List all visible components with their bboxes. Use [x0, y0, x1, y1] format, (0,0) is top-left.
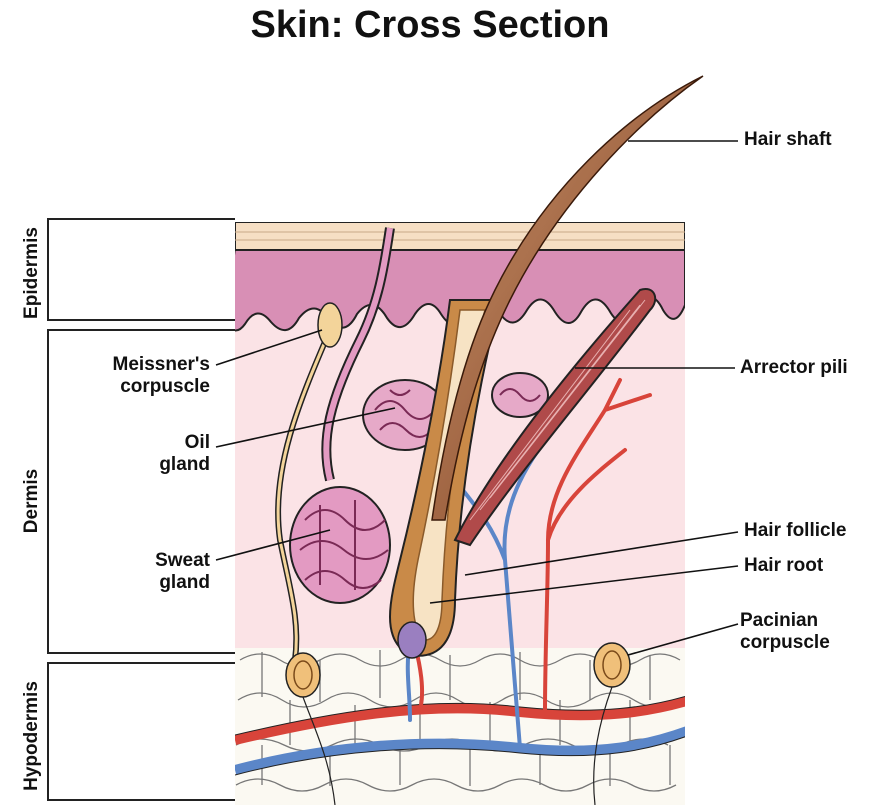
layer-label-epidermis: Epidermis	[21, 223, 43, 323]
layer-label-dermis: Dermis	[21, 451, 43, 551]
meissners-corpuscle	[318, 303, 342, 347]
label-meissners-line2: corpuscle	[60, 376, 210, 398]
hair-papilla	[398, 622, 426, 658]
label-hair-root: Hair root	[744, 555, 823, 577]
label-hair-follicle: Hair follicle	[744, 520, 846, 542]
label-sweat-gland: Sweat gland	[60, 550, 210, 594]
label-oil-line1: Oil	[60, 432, 210, 454]
sweat-gland-coil	[290, 487, 390, 603]
label-hair-shaft: Hair shaft	[744, 129, 832, 151]
label-pacinian-line2: corpuscle	[740, 632, 830, 654]
label-pacinian-corpuscle: Pacinian corpuscle	[740, 610, 830, 654]
stratum-corneum	[235, 222, 685, 250]
label-meissners-corpuscle: Meissner's corpuscle	[60, 354, 210, 398]
label-pacinian-line1: Pacinian	[740, 610, 830, 632]
label-oil-line2: gland	[60, 454, 210, 476]
label-arrector-pili: Arrector pili	[740, 357, 848, 379]
layer-brackets	[48, 219, 235, 800]
label-sweat-line2: gland	[60, 572, 210, 594]
label-sweat-line1: Sweat	[60, 550, 210, 572]
label-meissners-line1: Meissner's	[60, 354, 210, 376]
layer-label-hypodermis: Hypodermis	[21, 676, 43, 796]
label-oil-gland: Oil gland	[60, 432, 210, 476]
